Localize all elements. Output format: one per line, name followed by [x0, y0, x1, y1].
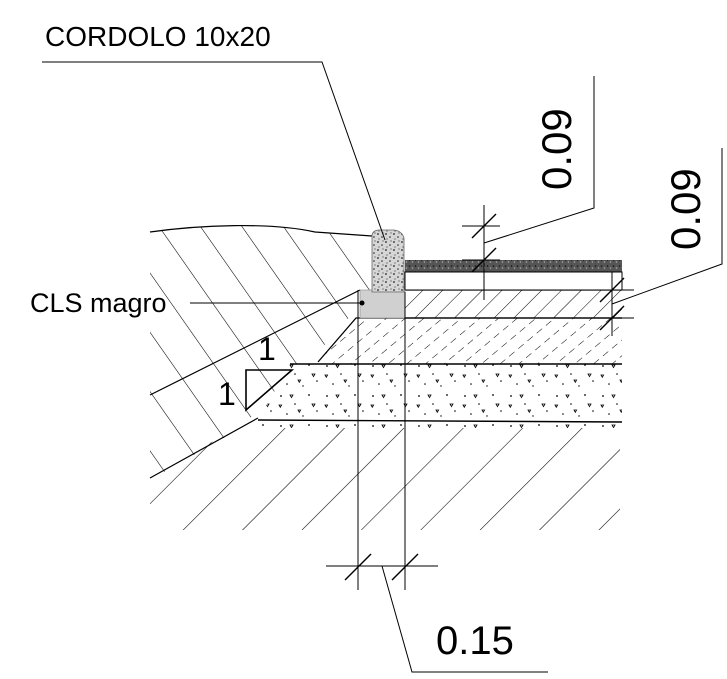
gravel-layer — [257, 363, 623, 428]
dim-width-label: 0.15 — [436, 619, 514, 663]
lean-concrete-block — [359, 289, 406, 319]
dim-lower: 0.09 — [598, 148, 723, 336]
curb — [371, 229, 405, 293]
asphalt-layer — [405, 260, 622, 272]
dim-upper-label: 0.09 — [533, 108, 580, 190]
slope-vertical-label: 1 — [258, 331, 276, 367]
cls-magro-callout: CLS magro — [30, 288, 365, 318]
base-layer — [405, 289, 622, 319]
cordolo-label: CORDOLO 10x20 — [45, 21, 271, 52]
dim-upper: 0.09 — [462, 76, 595, 300]
slope-indicator: 1 1 — [218, 331, 295, 412]
slope-horizontal-label: 1 — [218, 376, 236, 412]
subbase-layer — [317, 317, 622, 364]
binder-layer — [404, 271, 623, 291]
cordolo-callout: CORDOLO 10x20 — [42, 21, 386, 241]
dim-lower-label: 0.09 — [662, 168, 709, 250]
width-dimension: 0.15 — [326, 290, 548, 673]
cls-magro-label: CLS magro — [30, 288, 167, 318]
